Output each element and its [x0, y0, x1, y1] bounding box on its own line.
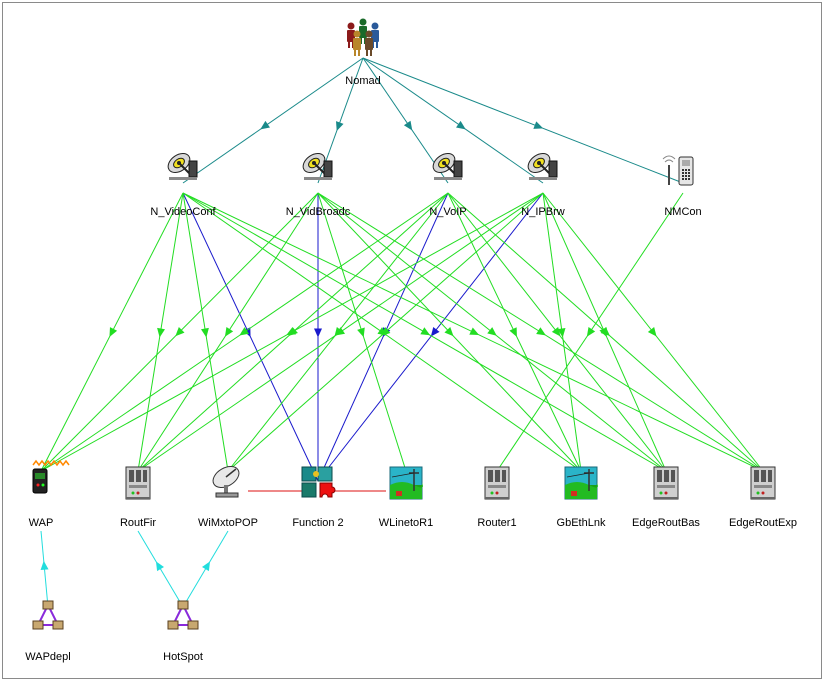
people-group-icon[interactable] [347, 18, 379, 57]
diagram-canvas [32, 18, 776, 630]
router-rack-icon[interactable] [750, 466, 776, 500]
satellite-dish-service-icon[interactable] [300, 150, 333, 180]
router-rack-icon[interactable] [125, 466, 151, 500]
edge-nomad-to-nmcon [362, 57, 684, 184]
arrowhead [647, 326, 657, 337]
arrowhead [224, 327, 234, 337]
router-rack-icon[interactable] [484, 466, 510, 500]
edge-n_vidbroadc-to-routfir [137, 192, 319, 472]
arrowhead [487, 327, 497, 336]
edge-wapdepl-to-wap [40, 530, 49, 608]
arrowhead [157, 327, 166, 338]
node-label-wapdepl: WAPdepl [25, 651, 71, 663]
node-label-edgeroutbas: EdgeRoutBas [632, 517, 700, 529]
node-label-hotspot: HotSpot [163, 651, 203, 663]
arrowhead [200, 327, 209, 338]
arrowhead [430, 326, 440, 337]
arrowhead [314, 328, 322, 338]
node-label-nomad: Nomad [345, 75, 381, 87]
edge-n_ipbrw-to-function2 [317, 192, 544, 482]
arrowhead [536, 327, 546, 336]
arrowhead [357, 327, 365, 338]
node-label-function2: Function 2 [292, 517, 344, 529]
arrowhead [202, 561, 211, 572]
arrowhead [239, 327, 250, 336]
landscape-powerline-icon[interactable] [389, 466, 423, 500]
edge-nmcon-to-router1 [496, 192, 684, 472]
satellite-dish-service-icon[interactable] [165, 150, 198, 180]
node-label-routfir: RoutFir [119, 517, 157, 529]
edge-n_voip-to-function2 [317, 192, 449, 482]
arrowhead [40, 560, 49, 571]
arrowhead [533, 121, 544, 129]
edge-n_videoconf-to-routfir [137, 192, 184, 472]
arrowhead [557, 327, 566, 338]
edge-n_vidbroadc-to-edgeroutbas [317, 192, 667, 472]
edge-n_ipbrw-to-wap [40, 192, 544, 472]
edge-n_vidbroadc-to-gbethlnk [317, 192, 582, 472]
arrowhead [444, 326, 454, 337]
arrowhead [175, 326, 185, 337]
node-label-n_videoconf: N_VideoConf [150, 206, 216, 218]
edge-n_ipbrw-to-gbethlnk [542, 192, 582, 472]
node-label-edgeroutexp: EdgeRoutExp [729, 517, 797, 529]
edge-n_vidbroadc-to-edgeroutexp [317, 192, 764, 472]
phone-antenna-icon[interactable] [662, 155, 694, 186]
node-label-wap: WAP [28, 517, 54, 529]
edge-n_ipbrw-to-edgeroutexp [542, 192, 764, 472]
edge-nomad-to-n_videoconf [182, 57, 364, 184]
arrowhead [286, 327, 297, 336]
arrowhead [109, 327, 118, 338]
arrowhead [456, 120, 466, 130]
arrowhead [586, 327, 596, 337]
arrowhead [335, 327, 346, 336]
edge-n_voip-to-gbethlnk [447, 192, 582, 472]
wireless-access-point-icon[interactable] [32, 459, 70, 494]
landscape-powerline-icon[interactable] [564, 466, 598, 500]
node-label-gbethlnk: GbEthLnk [556, 517, 606, 529]
node-label-router1: Router1 [477, 517, 517, 529]
arrowhead [469, 327, 480, 335]
arrowhead [260, 120, 270, 130]
arrowhead [599, 327, 607, 338]
edge-n_ipbrw-to-edgeroutbas [542, 192, 667, 472]
arrowhead [336, 121, 344, 131]
arrowhead [420, 327, 431, 336]
arrowhead [380, 327, 391, 336]
network-triangle-icon[interactable] [167, 600, 199, 630]
arrowhead [509, 327, 517, 338]
node-label-nmcon: NMCon [664, 206, 702, 218]
edge-n_voip-to-edgeroutbas [447, 192, 667, 472]
node-label-wlinetor1: WLinetoR1 [378, 517, 434, 529]
edge-n_videoconf-to-edgeroutexp [182, 192, 764, 472]
edge-n_vidbroadc-to-wap [40, 192, 319, 472]
edge-n_videoconf-to-function2 [182, 192, 319, 482]
edge-n_videoconf-to-wap [40, 192, 184, 472]
edge-nomad-to-n_ipbrw [362, 57, 544, 184]
arrowhead [403, 120, 413, 131]
edge-hotspot-to-routfir [137, 530, 184, 608]
node-label-wimxtopop: WiMxtoPOP [198, 517, 258, 529]
arrowhead [155, 561, 164, 572]
edge-hotspot-to-wimxtopop [182, 530, 229, 608]
node-label-n_ipbrw: N_IPBrw [521, 206, 565, 218]
puzzle-pieces-icon[interactable] [301, 466, 336, 498]
edge-n_vidbroadc-to-function2 [314, 193, 322, 481]
router-rack-icon[interactable] [653, 466, 679, 500]
network-triangle-icon[interactable] [32, 600, 64, 630]
edge-n_videoconf-to-edgeroutbas [182, 192, 667, 472]
satellite-dish-service-icon[interactable] [430, 150, 463, 180]
satellite-dish-icon[interactable] [209, 462, 242, 498]
edge-n_vidbroadc-to-wlinetor1 [317, 192, 407, 472]
edge-n_ipbrw-to-routfir [137, 192, 544, 472]
edge-n_videoconf-to-wimxtopop [182, 192, 229, 472]
edge-n_voip-to-wap [40, 192, 449, 472]
edge-n_ipbrw-to-wimxtopop [227, 192, 544, 472]
node-label-n_voip: N_VoIP [429, 206, 467, 218]
node-label-n_vidbroadc: N_VidBroadc [285, 206, 351, 218]
satellite-dish-service-icon[interactable] [525, 150, 558, 180]
